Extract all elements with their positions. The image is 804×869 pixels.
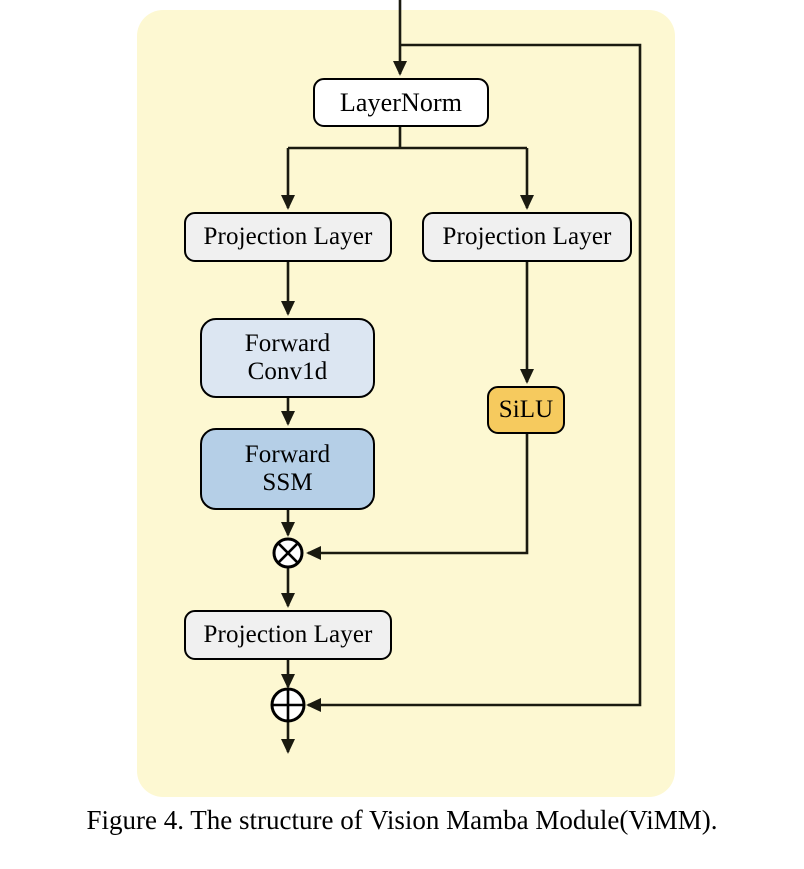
block-forward-ssm-line2: SSM bbox=[262, 469, 313, 496]
block-projection-layer-left: Projection Layer bbox=[184, 212, 392, 262]
block-projection-layer-output: Projection Layer bbox=[184, 610, 392, 660]
block-projection-layer-output-label: Projection Layer bbox=[203, 621, 373, 648]
block-projection-layer-left-label: Projection Layer bbox=[203, 223, 373, 250]
block-forward-conv1d-line1: Forward bbox=[244, 330, 331, 357]
block-projection-layer-right-label: Projection Layer bbox=[442, 223, 612, 250]
block-forward-conv1d-label: Forward Conv1d bbox=[245, 330, 330, 386]
block-layernorm-label: LayerNorm bbox=[339, 87, 463, 117]
block-forward-ssm-line1: Forward bbox=[244, 441, 331, 468]
block-forward-ssm: Forward SSM bbox=[200, 428, 375, 510]
block-forward-conv1d: Forward Conv1d bbox=[200, 318, 375, 398]
block-layernorm: LayerNorm bbox=[313, 78, 489, 127]
diagram-panel bbox=[137, 10, 675, 797]
block-forward-ssm-label: Forward SSM bbox=[245, 441, 330, 497]
block-forward-conv1d-line2: Conv1d bbox=[247, 358, 328, 385]
figure-caption: Figure 4. The structure of Vision Mamba … bbox=[86, 805, 718, 835]
block-projection-layer-right: Projection Layer bbox=[422, 212, 632, 262]
block-silu: SiLU bbox=[487, 386, 565, 434]
block-silu-label: SiLU bbox=[498, 396, 554, 423]
